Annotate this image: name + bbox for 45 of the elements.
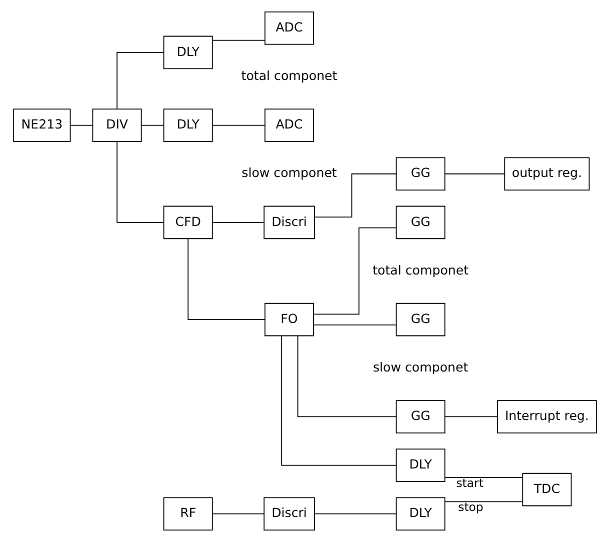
node-box: Discri xyxy=(264,206,315,240)
connector xyxy=(212,124,266,126)
node-box: GG xyxy=(396,157,446,190)
node-label: slow componet xyxy=(242,165,337,180)
connector xyxy=(314,173,397,218)
connector xyxy=(212,40,266,41)
connector xyxy=(444,501,524,502)
connector xyxy=(314,513,397,514)
connector xyxy=(70,124,93,126)
node-box: output reg. xyxy=(504,157,590,190)
node-box: ADC xyxy=(264,12,314,45)
edge-label: start xyxy=(456,476,484,490)
node-box: DLY xyxy=(396,497,446,530)
connector xyxy=(297,336,396,418)
node-label: total componet xyxy=(372,262,469,278)
node-box: GG xyxy=(396,206,446,240)
node-box: GG xyxy=(396,302,446,336)
node-box: DLY xyxy=(163,108,213,142)
connector xyxy=(212,513,264,514)
connector xyxy=(313,324,396,326)
connector xyxy=(188,238,266,320)
node-box: DIV xyxy=(92,108,142,142)
node-box: NE213 xyxy=(13,108,71,142)
node-label: total componet xyxy=(241,68,338,84)
node-box: Discri xyxy=(264,497,315,530)
connector xyxy=(212,222,264,223)
connector xyxy=(313,227,397,315)
node-box: Interrupt reg. xyxy=(497,400,597,434)
edge-label: stop xyxy=(458,500,484,514)
connector xyxy=(444,416,498,418)
connector xyxy=(141,124,164,126)
node-box: CFD xyxy=(163,206,213,240)
node-label: slow componet xyxy=(372,359,468,374)
node-box: RF xyxy=(163,497,213,530)
node-box: TDC xyxy=(522,472,572,506)
connector xyxy=(116,52,164,110)
connector xyxy=(444,476,524,478)
node-box: DLY xyxy=(396,448,446,482)
node-box: ADC xyxy=(264,108,314,142)
node-box: FO xyxy=(264,302,314,336)
connector xyxy=(444,173,505,174)
node-box: DLY xyxy=(163,36,213,70)
connector xyxy=(116,141,164,223)
node-box: GG xyxy=(396,400,446,434)
connector xyxy=(281,336,396,466)
